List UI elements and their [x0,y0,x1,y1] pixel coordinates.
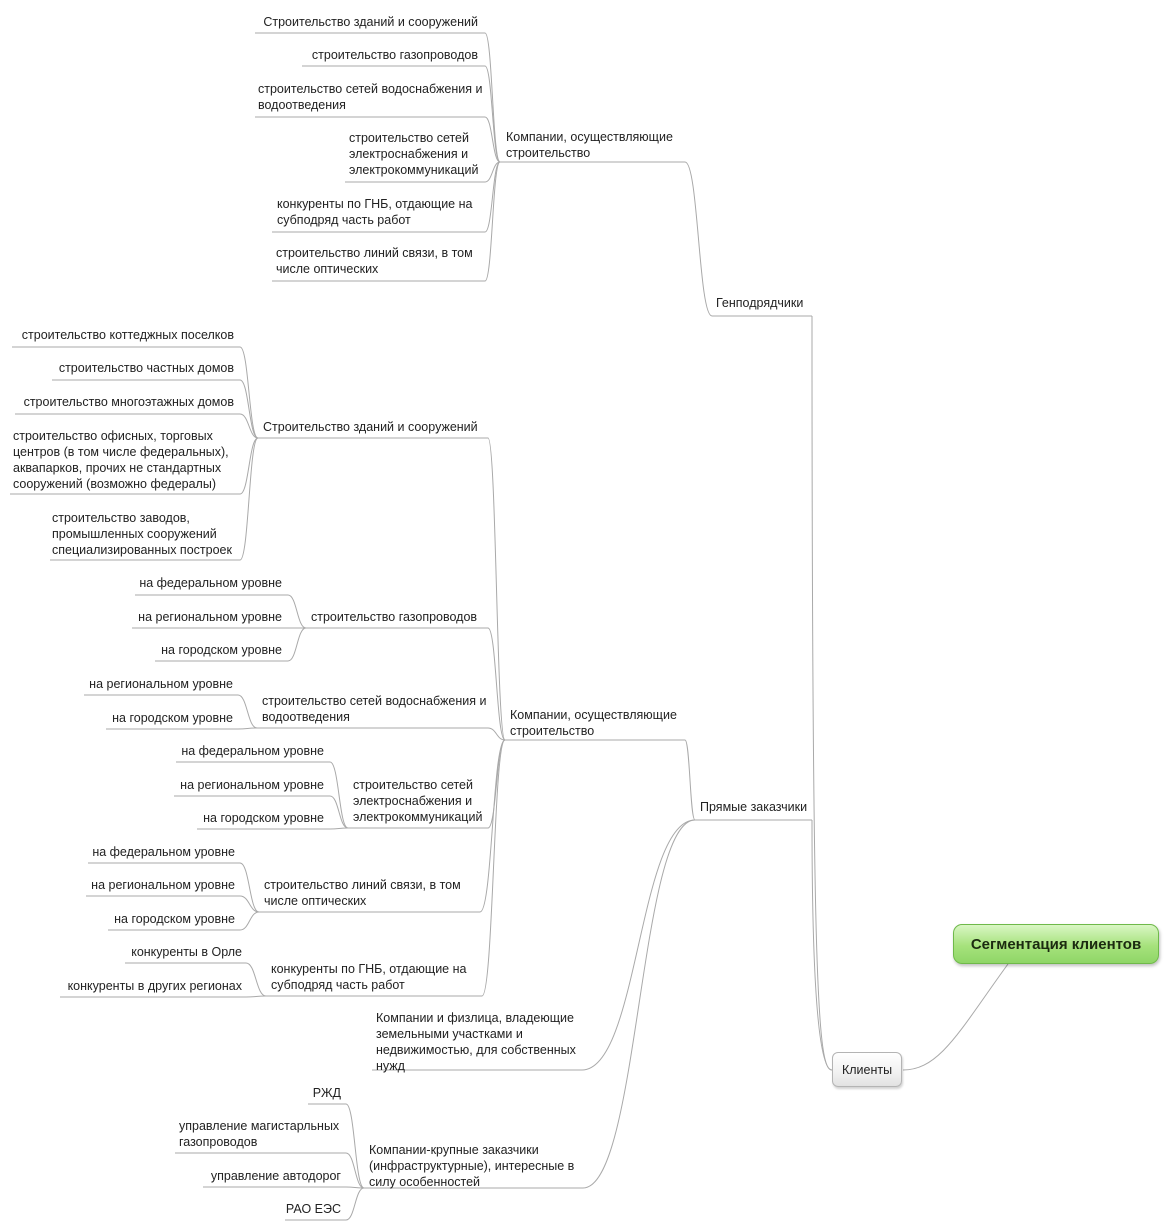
water-item-1-link [237,727,258,730]
buildings-item-2-link [239,413,259,439]
gen-item-4-link [484,161,501,233]
power-item-city[interactable]: на городском уровне [203,811,324,825]
hdd-item-1-link [245,995,267,998]
telecom-item-city[interactable]: на городском уровне [114,912,235,926]
power-item-1-link [329,795,349,829]
gas-item-2-link [287,627,307,662]
gas-node[interactable]: строительство газопроводов [311,610,478,624]
telecom-node[interactable]: строительство линий связи, в том числе о… [264,878,461,908]
water-item-0-link [237,694,258,729]
buildings-item-4-link [239,437,259,561]
gen-item-2-link [484,116,501,163]
power-node[interactable]: строительство сетей электроснабжения и э… [353,778,483,824]
hdd-item-orel[interactable]: конкуренты в Орле [131,945,242,959]
link-gen-companies [684,161,713,317]
water-node[interactable]: строительство сетей водоснабжения и водо… [262,694,487,724]
large-item-roads[interactable]: управление автодорог [210,1169,341,1183]
gen-item-power[interactable]: строительство сетей электроснабжения и э… [349,131,479,177]
gen-companies-node[interactable]: Компании, осуществляющие строительство [506,130,673,160]
clients-node[interactable]: Клиенты [832,1052,902,1087]
gas-item-0-link [287,594,307,629]
link-large [582,819,696,1189]
large-item-gas-mgmt[interactable]: управление магистарльных газопроводов [179,1119,340,1149]
large-item-3-link [345,1187,365,1221]
link-landowners [581,819,696,1071]
link-gas [487,627,506,741]
direct-customers-node[interactable]: Прямые заказчики [700,800,808,814]
power-item-federal[interactable]: на федеральном уровне [181,744,324,758]
hdd-item-regions[interactable]: конкуренты в других регионах [67,979,242,993]
telecom-item-federal[interactable]: на федеральном уровне [92,845,235,859]
large-item-rzd[interactable]: РЖД [312,1086,341,1100]
large-customers-node[interactable]: Компании-крупные заказчики (инфраструкту… [369,1143,575,1189]
buildings-item-1-link [239,379,259,439]
hdd-node[interactable]: конкуренты по ГНБ, отдающие на субподряд… [271,962,467,992]
gen-item-water[interactable]: строительство сетей водоснабжения и водо… [258,82,483,112]
gas-item-federal[interactable]: на федеральном уровне [139,576,282,590]
link-root-clients [902,963,1009,1071]
link-direct-companies [684,739,696,821]
large-item-rao[interactable]: РАО ЕЭС [285,1202,341,1216]
link-water [487,727,506,741]
buildings-item-private[interactable]: строительство частных домов [58,361,234,375]
gas-item-regional[interactable]: на региональном уровне [138,610,282,624]
telecom-item-2-link [239,911,260,931]
link-hdd [481,739,506,997]
gen-item-telecom[interactable]: строительство линий связи, в том числе о… [276,246,473,276]
telecom-item-regional[interactable]: на региональном уровне [91,878,235,892]
water-item-city[interactable]: на городском уровне [112,711,233,725]
buildings-item-highrise[interactable]: строительство многоэтажных домов [23,395,234,409]
power-item-0-link [329,761,349,829]
gen-item-gas[interactable]: строительство газопроводов [311,48,478,62]
link-buildings [487,437,506,741]
landowners-node[interactable]: Компании и физлица, владеющие земельными… [376,1011,576,1073]
link-telecom [479,739,506,913]
gen-item-buildings[interactable]: Строительство зданий и сооружений [263,15,478,29]
gen-item-5-link [484,161,501,282]
gas-item-city[interactable]: на городском уровне [161,643,282,657]
large-item-2-link [345,1186,365,1189]
buildings-item-cottages[interactable]: строительство коттеджных поселков [21,328,234,342]
telecom-item-1-link [239,895,260,913]
gen-item-hdd[interactable]: конкуренты по ГНБ, отдающие на субподряд… [277,197,473,227]
buildings-node[interactable]: Строительство зданий и сооружений [263,420,478,434]
gen-contractors-node[interactable]: Генподрядчики [716,296,804,310]
power-item-regional[interactable]: на региональном уровне [180,778,324,792]
gen-item-0-link [484,32,501,163]
buildings-item-offices[interactable]: строительство офисных, торговых центров … [13,429,229,491]
hdd-item-0-link [245,962,267,997]
telecom-item-0-link [239,862,260,913]
buildings-item-3-link [239,437,259,495]
large-item-1-link [345,1152,365,1189]
gen-item-1-link [484,65,501,163]
power-item-2-link [329,827,349,830]
link-clients-gen [811,315,833,1071]
buildings-item-0-link [239,346,259,439]
water-item-regional[interactable]: на региональном уровне [89,677,233,691]
buildings-item-factories[interactable]: строительство заводов, промышленных соор… [52,511,232,557]
large-item-0-link [345,1103,365,1189]
root-node[interactable]: Сегментация клиентов [953,924,1159,964]
direct-companies-node[interactable]: Компании, осуществляющие строительство [510,708,677,738]
link-clients-direct [811,819,833,1071]
